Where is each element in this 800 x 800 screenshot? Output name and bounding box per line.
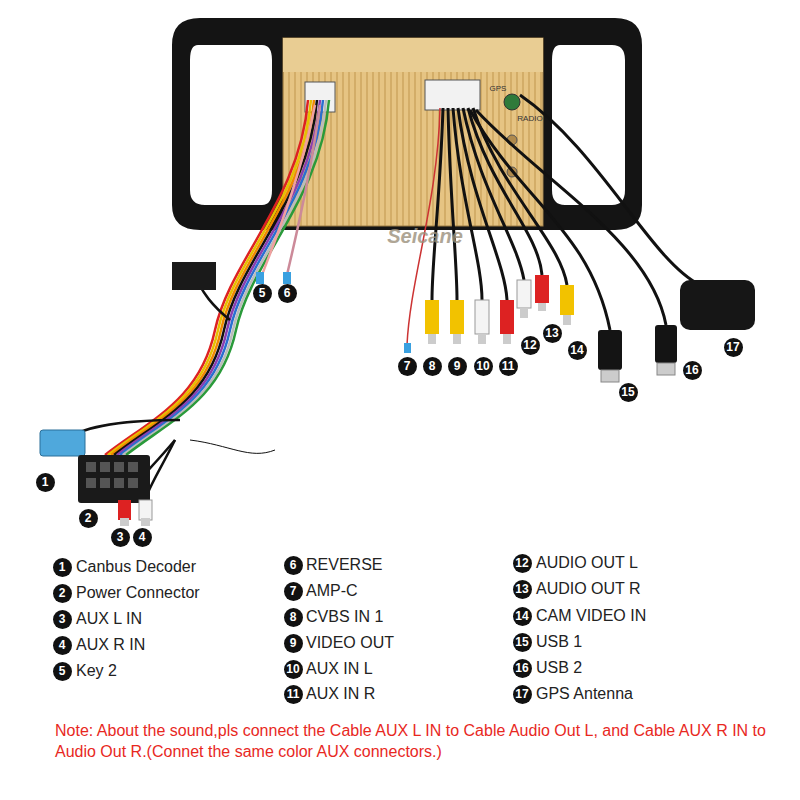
legend-item: AUDIO OUT R [536,580,641,598]
legend-item: AMP-C [306,582,358,600]
callout-number: 13 [543,324,562,343]
callout-number: 9 [448,357,467,376]
side-plug [172,262,216,290]
canbus-decoder [40,430,85,456]
port-label: GPS [490,84,507,93]
rca-cables [407,95,700,345]
callout-number: 15 [619,383,638,402]
legend-number: 8 [284,608,303,627]
legend-number: 2 [53,584,72,603]
callout-number: 8 [423,357,442,376]
usb-plugs [598,325,677,382]
legend-item: GPS Antenna [536,685,633,703]
callout-number: 1 [36,473,55,492]
legend-item: VIDEO OUT [306,634,394,652]
legend-number: 3 [53,610,72,629]
radio-port [504,94,520,110]
watermark: Seicane [387,225,463,248]
legend-item: Key 2 [76,662,117,680]
callout-number: 5 [253,284,272,303]
legend-number: 1 [53,558,72,577]
legend-number: 9 [284,634,303,653]
legend-item: AUX IN R [306,685,375,703]
port-label: RADIO [517,114,542,123]
legend-number: 5 [53,662,72,681]
legend-number: 12 [513,554,532,573]
callout-number: 12 [521,336,540,355]
rca-plugs [425,275,574,344]
callout-number: 2 [79,509,98,528]
rca-socket [425,80,480,110]
callout-number: 3 [111,528,130,547]
legend-number: 6 [284,556,303,575]
power-connector [78,455,150,503]
callout-number: 6 [278,284,297,303]
legend-item: AUX R IN [76,636,145,654]
callout-number: 11 [499,357,518,376]
legend-item: AUX L IN [76,610,142,628]
wire-tip [256,272,264,284]
note-text: Note: About the sound,pls connect the Ca… [55,720,790,762]
legend-item: USB 2 [536,659,582,677]
wire-tip [283,272,291,284]
legend-number: 14 [513,607,532,626]
callout-number: 17 [724,338,743,357]
legend-number: 15 [513,633,532,652]
legend-item: REVERSE [306,556,382,574]
legend-item: Power Connector [76,584,200,602]
legend-number: 16 [513,659,532,678]
legend-number: 13 [513,580,532,599]
gps-antenna [680,280,755,330]
legend-item: CVBS IN 1 [306,608,383,626]
legend-item: AUX IN L [306,660,373,678]
unit-top [283,38,543,72]
rca-plug [118,500,131,520]
callout-number: 14 [568,341,587,360]
callout-number: 16 [683,361,702,380]
callout-number: 7 [398,357,417,376]
wire-tip [404,343,411,353]
legend-number: 17 [513,685,532,704]
legend-number: 10 [284,660,303,679]
harness-wires [68,100,329,500]
rca-plug [139,500,152,520]
callout-number: 4 [133,528,152,547]
legend-item: USB 1 [536,633,582,651]
legend-number: 11 [284,685,303,704]
legend-item: AUDIO OUT L [536,554,638,572]
legend-item: Canbus Decoder [76,558,196,576]
legend-number: 7 [284,582,303,601]
legend-item: CAM VIDEO IN [536,607,646,625]
callout-number: 10 [474,357,493,376]
legend-number: 4 [53,636,72,655]
